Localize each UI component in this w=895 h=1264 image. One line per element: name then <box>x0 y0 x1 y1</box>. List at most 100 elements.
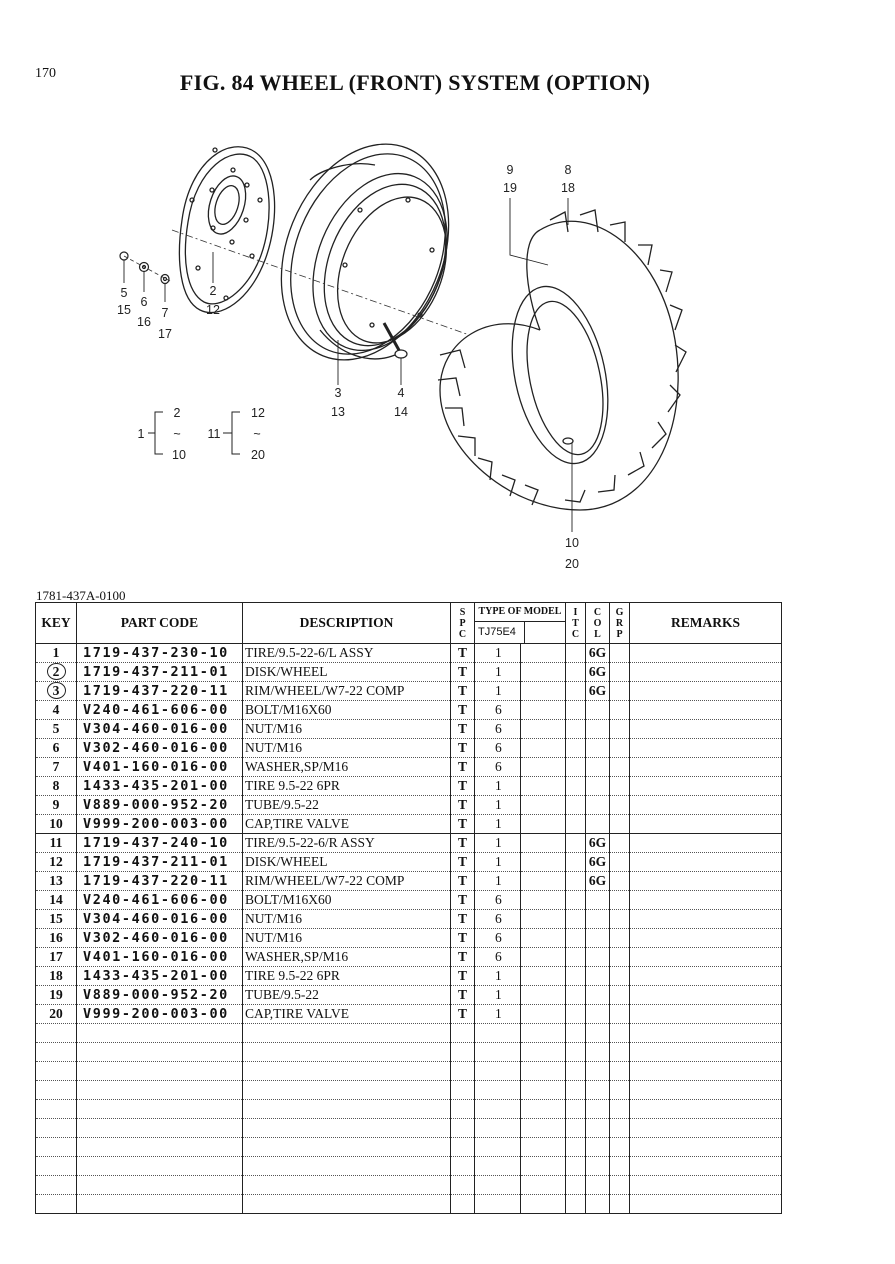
col-cell <box>585 719 610 739</box>
description-cell: NUT/M16 <box>242 909 451 929</box>
empty-table-row <box>35 1194 782 1214</box>
itc-cell <box>565 985 586 1005</box>
part-code-cell: V401-160-016-00 <box>76 757 243 777</box>
empty-cell <box>242 1061 451 1081</box>
key-cell: 1 <box>35 643 77 663</box>
itc-cell <box>565 909 586 929</box>
part-code-cell: 1719-437-230-10 <box>76 643 243 663</box>
grp-cell <box>609 757 630 777</box>
empty-cell <box>76 1061 243 1081</box>
grp-cell <box>609 947 630 967</box>
empty-cell <box>585 1118 610 1138</box>
empty-table-row <box>35 1099 782 1119</box>
key-cell: 6 <box>35 738 77 758</box>
description-cell: CAP,TIRE VALVE <box>242 1004 451 1024</box>
empty-cell <box>474 1042 521 1062</box>
spc-cell: T <box>450 795 475 815</box>
model-blank-cell <box>520 1004 566 1024</box>
empty-cell <box>565 1156 586 1176</box>
grp-cell <box>609 795 630 815</box>
itc-cell <box>565 662 586 682</box>
key-cell: 7 <box>35 757 77 777</box>
spc-cell: T <box>450 852 475 872</box>
remarks-cell <box>629 947 782 967</box>
empty-cell <box>35 1023 77 1043</box>
part-code-cell: V999-200-003-00 <box>76 814 243 834</box>
empty-cell <box>609 1156 630 1176</box>
empty-cell <box>585 1061 610 1081</box>
callout-16: 16 <box>137 315 151 329</box>
model-blank-cell <box>520 719 566 739</box>
callout-4: 4 <box>398 386 405 400</box>
key-cell: 11 <box>35 833 77 853</box>
bolt-illustration <box>382 322 408 359</box>
model-blank-cell <box>520 643 566 663</box>
empty-cell <box>565 1023 586 1043</box>
spc-cell: T <box>450 966 475 986</box>
empty-cell <box>629 1080 782 1100</box>
model-blank-cell <box>520 871 566 891</box>
empty-table-row <box>35 1137 782 1157</box>
part-code-cell: V889-000-952-20 <box>76 985 243 1005</box>
empty-cell <box>474 1175 521 1195</box>
quantity-cell: 1 <box>474 985 521 1005</box>
quantity-cell: 1 <box>474 681 521 701</box>
empty-cell <box>474 1061 521 1081</box>
spc-cell: T <box>450 1004 475 1024</box>
header-remarks: REMARKS <box>629 602 782 644</box>
empty-table-row <box>35 1042 782 1062</box>
col-cell <box>585 776 610 796</box>
empty-cell <box>76 1137 243 1157</box>
spc-cell: T <box>450 985 475 1005</box>
quantity-cell: 6 <box>474 738 521 758</box>
description-cell: TUBE/9.5-22 <box>242 795 451 815</box>
callout-7: 7 <box>162 306 169 320</box>
col-cell <box>585 966 610 986</box>
empty-cell <box>474 1156 521 1176</box>
empty-cell <box>609 1080 630 1100</box>
description-cell: BOLT/M16X60 <box>242 700 451 720</box>
header-key: KEY <box>35 602 77 644</box>
circled-key-number: 2 <box>46 663 66 680</box>
empty-cell <box>76 1099 243 1119</box>
grp-cell <box>609 1004 630 1024</box>
quantity-cell: 1 <box>474 643 521 663</box>
quantity-cell: 6 <box>474 700 521 720</box>
key-cell: 17 <box>35 947 77 967</box>
description-cell: RIM/WHEEL/W7-22 COMP <box>242 871 451 891</box>
remarks-cell <box>629 776 782 796</box>
spc-cell: T <box>450 757 475 777</box>
model-blank-cell <box>520 681 566 701</box>
key-cell: 15 <box>35 909 77 929</box>
empty-cell <box>35 1061 77 1081</box>
part-code-cell: V304-460-016-00 <box>76 719 243 739</box>
empty-cell <box>520 1156 566 1176</box>
itc-cell <box>565 833 586 853</box>
remarks-cell <box>629 662 782 682</box>
grp-cell <box>609 681 630 701</box>
key-cell: 16 <box>35 928 77 948</box>
col-cell <box>585 1004 610 1024</box>
grp-cell <box>609 776 630 796</box>
callout-14: 14 <box>394 405 408 419</box>
quantity-cell: 6 <box>474 947 521 967</box>
itc-cell <box>565 643 586 663</box>
part-code-cell: 1719-437-240-10 <box>76 833 243 853</box>
part-code-cell: V302-460-016-00 <box>76 738 243 758</box>
description-cell: NUT/M16 <box>242 928 451 948</box>
description-cell: DISK/WHEEL <box>242 852 451 872</box>
callout-8: 8 <box>565 163 572 177</box>
part-code-cell: 1719-437-211-01 <box>76 852 243 872</box>
page-number: 170 <box>35 66 56 81</box>
